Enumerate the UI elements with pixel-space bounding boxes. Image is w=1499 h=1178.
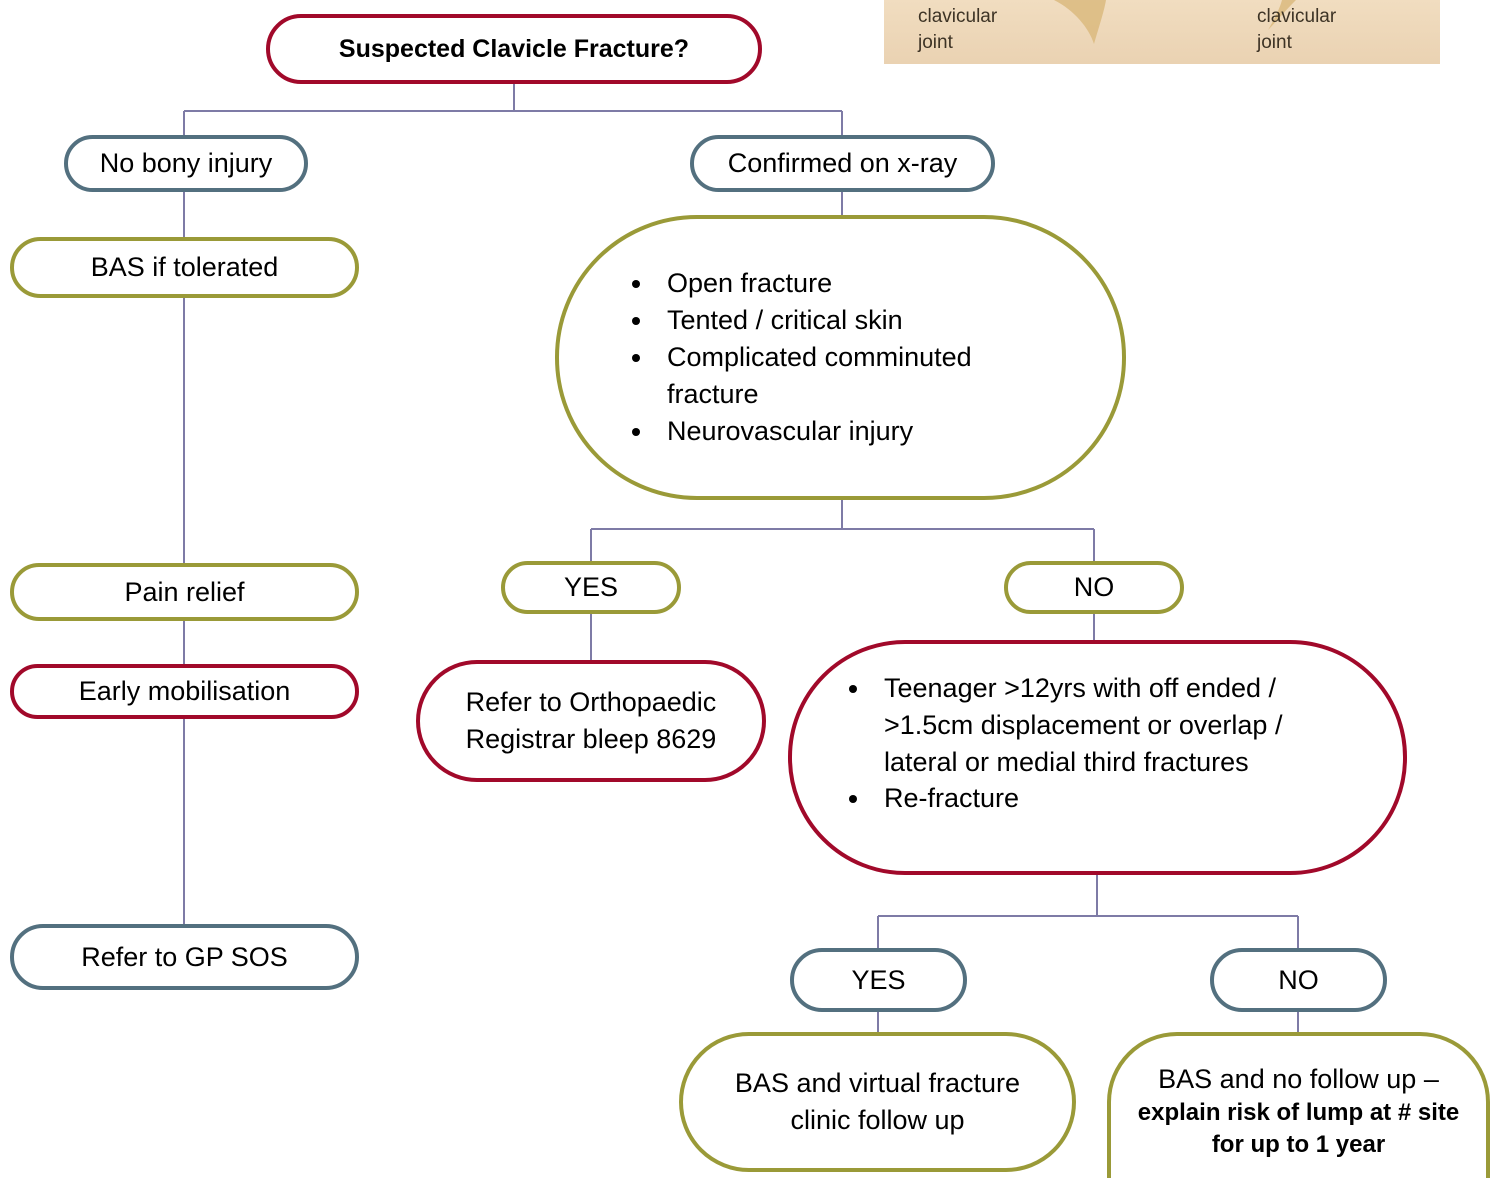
pain-relief-node: Pain relief [10,563,359,621]
yes-1-text: YES [563,572,619,602]
refer-gp-text: Refer to GP SOS [81,941,288,972]
criteria-1-list: Open fracture Tented / critical skin Com… [621,265,1055,450]
confirmed-xray-text: Confirmed on x-ray [727,148,958,178]
refer-orthopaedic-node: Refer to Orthopaedic Registrar bleep 862… [416,660,766,782]
joint-label-right: clavicular joint [1257,6,1337,53]
bas-virtual-clinic-node: BAS and virtual fracture clinic follow u… [679,1032,1076,1172]
refer-gp-node: Refer to GP SOS [10,924,359,990]
refer-orthopaedic-text: Refer to Orthopaedic Registrar bleep 862… [465,687,717,754]
criteria-1-item: Tented / critical skin [655,302,1055,339]
yes-2-text: YES [851,964,906,995]
bas-virtual-clinic-text: BAS and virtual fracture clinic follow u… [734,1068,1021,1135]
bas-if-tolerated-node: BAS if tolerated [10,237,359,298]
criteria-2-node: Teenager >12yrs with off ended / >1.5cm … [788,640,1407,875]
confirmed-xray-node: Confirmed on x-ray [690,135,995,192]
yes-1-node: YES [501,561,681,614]
criteria-1-item: Complicated comminuted fracture [655,339,1055,413]
no-2-text: NO [1278,964,1319,995]
criteria-2-item: Re-fracture [872,780,1362,817]
no-bony-injury-node: No bony injury [64,135,308,192]
yes-2-node: YES [790,948,967,1012]
bone-illustration [1054,0,1296,44]
criteria-1-item: Open fracture [655,265,1055,302]
root-question-text: Suspected Clavicle Fracture? [338,34,690,63]
criteria-1-item: Neurovascular injury [655,413,1055,450]
pain-relief-text: Pain relief [124,576,245,607]
no-bony-injury-text: No bony injury [99,148,273,178]
no-1-node: NO [1004,561,1184,614]
early-mobilisation-node: Early mobilisation [10,664,359,719]
lump-risk-warning-text: explain risk of lump at # site for up to… [1137,1099,1460,1158]
no-2-node: NO [1210,948,1387,1012]
criteria-1-node: Open fracture Tented / critical skin Com… [555,215,1126,500]
early-mobilisation-text: Early mobilisation [78,676,291,706]
root-question-node: Suspected Clavicle Fracture? [266,14,762,84]
criteria-2-list: Teenager >12yrs with off ended / >1.5cm … [838,670,1362,818]
bas-no-follow-up-text: BAS and no follow up – [1158,1064,1439,1095]
criteria-2-item: Teenager >12yrs with off ended / >1.5cm … [872,670,1362,781]
bas-if-tolerated-text: BAS if tolerated [90,252,279,282]
bas-no-follow-up-node: BAS and no follow up – explain risk of l… [1107,1032,1490,1178]
joint-label-left: clavicular joint [918,6,998,53]
anatomy-image-crop: clavicular joint clavicular joint [884,0,1440,64]
no-1-text: NO [1073,572,1115,602]
